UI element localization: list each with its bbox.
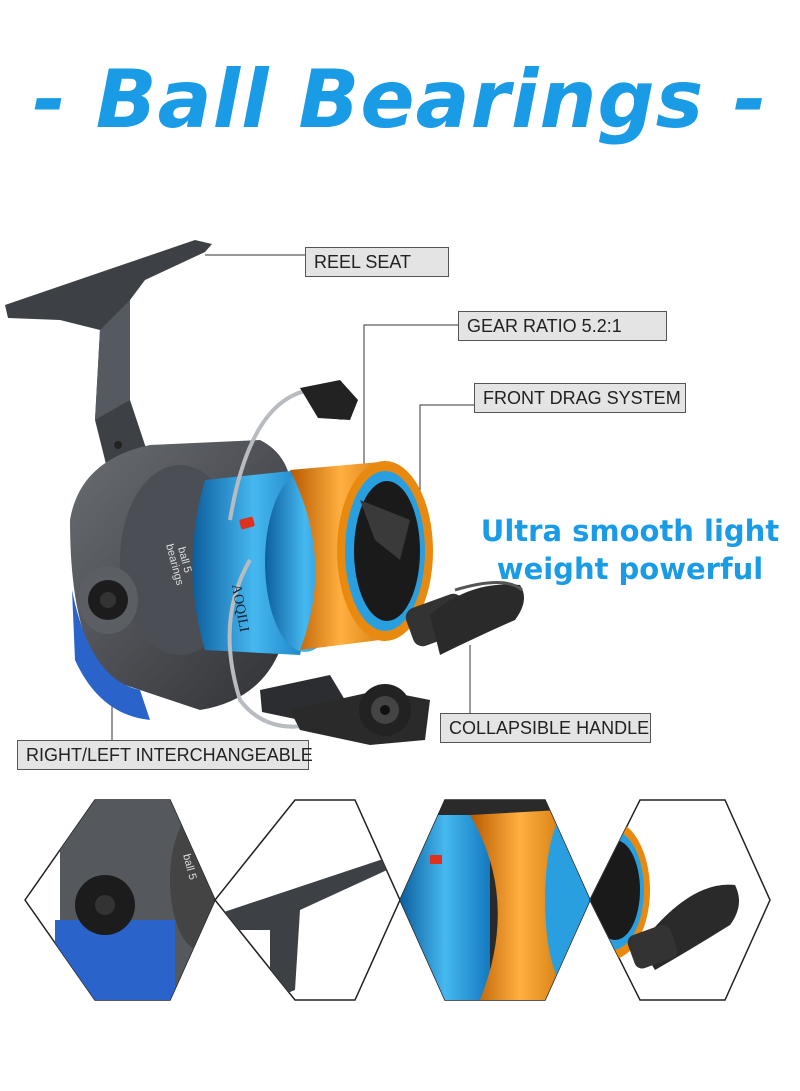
lower-knob xyxy=(290,684,430,745)
label-reel-seat: REEL SEAT xyxy=(305,247,449,277)
thumb-handle xyxy=(589,799,771,1001)
page-title: - Ball Bearings - xyxy=(32,53,768,146)
tagline-line-2: weight powerful xyxy=(496,552,764,586)
label-gear-ratio: GEAR RATIO 5.2:1 xyxy=(458,311,667,341)
label-front-drag: FRONT DRAG SYSTEM xyxy=(474,383,686,413)
tagline-line-1: Ultra smooth light xyxy=(480,514,780,548)
detail-thumbnails: ball 5 xyxy=(24,799,771,1001)
line-roller xyxy=(300,380,358,420)
label-collapsible-handle: COLLAPSIBLE HANDLE xyxy=(440,713,651,743)
label-interchangeable: RIGHT/LEFT INTERCHANGEABLE xyxy=(17,740,313,770)
tagline: Ultra smooth light weight powerful xyxy=(470,512,790,588)
thumb-side-knob: ball 5 xyxy=(24,799,216,1001)
thumb-spool xyxy=(399,799,591,1001)
handle xyxy=(405,581,524,655)
thumb-reel-seat xyxy=(214,799,401,1001)
spool xyxy=(192,461,433,655)
